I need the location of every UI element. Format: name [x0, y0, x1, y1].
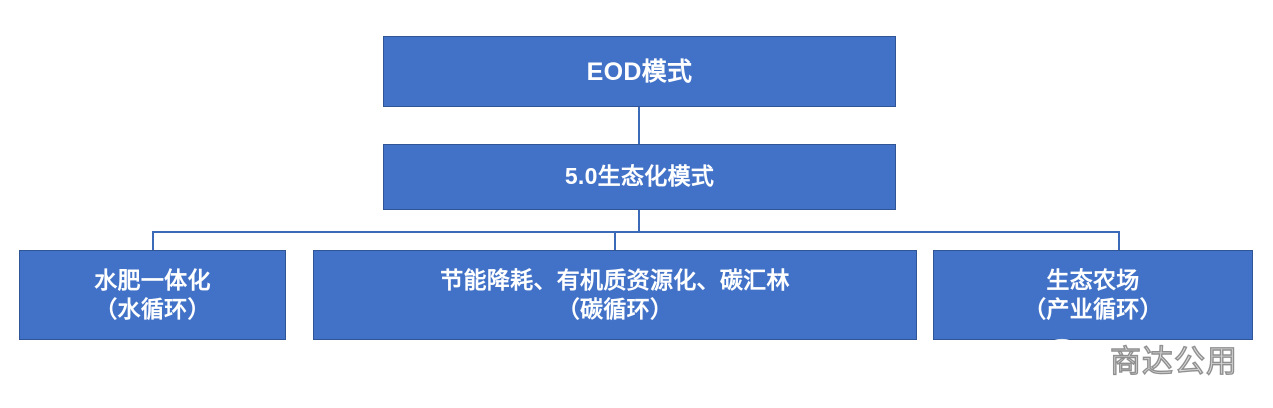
connector-drop-carbon [614, 231, 616, 251]
connector-eod-to-mode50 [638, 107, 640, 145]
node-eod-mode: EOD模式 [383, 36, 896, 107]
node-carbon-cycle: 节能降耗、有机质资源化、碳汇林 （碳循环） [313, 250, 917, 340]
watermark: 商达公用 [1040, 333, 1255, 389]
connector-drop-farm [1118, 231, 1120, 251]
watermark-text: 商达公用 [1109, 343, 1238, 379]
connector-drop-water [152, 231, 154, 251]
node-ecological-farm: 生态农场 （产业循环） [933, 250, 1253, 340]
node-water-fertilizer-integration: 水肥一体化 （水循环） [19, 250, 286, 340]
connector-mode50-stem [638, 210, 640, 232]
node-ecological-mode-50: 5.0生态化模式 [383, 144, 896, 210]
wechat-icon [1041, 338, 1098, 382]
connector-horizontal-bus [152, 231, 1120, 233]
